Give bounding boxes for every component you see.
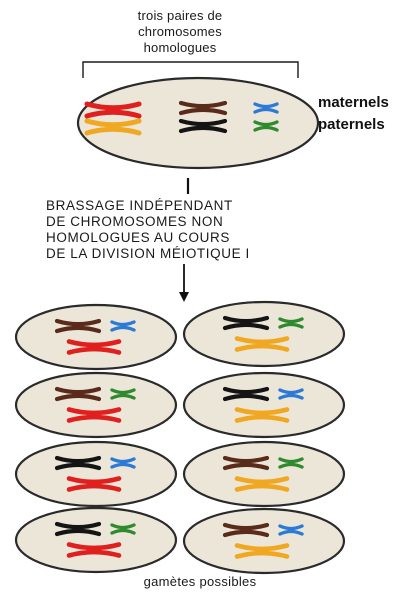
centromere: [77, 393, 80, 396]
centromere: [260, 342, 263, 345]
centromere: [265, 107, 267, 109]
centromere: [92, 482, 95, 485]
centromere: [260, 549, 263, 552]
centromere: [245, 393, 248, 396]
centromere: [202, 125, 205, 128]
centromere: [122, 528, 124, 530]
process-description: BRASSAGE INDÉPENDANT DE CHROMOSOMES NON …: [46, 198, 346, 262]
centromere: [92, 345, 95, 348]
homologous-pairs-caption: trois paires de chromosomes homologues: [105, 8, 255, 56]
centromere: [77, 528, 80, 531]
centromere: [92, 413, 95, 416]
possible-gametes-caption: gamètes possibles: [110, 574, 290, 589]
centromere: [111, 125, 115, 129]
process-line: DE CHROMOSOMES NON: [46, 214, 346, 230]
top-caption-line: homologues: [105, 40, 255, 56]
arrow-head: [179, 292, 189, 302]
centromere: [245, 322, 248, 325]
centromere: [122, 325, 124, 327]
centromere: [122, 393, 124, 395]
centromere: [111, 108, 115, 112]
gamete-cell: [16, 373, 176, 437]
centromere: [245, 529, 248, 532]
gamete-cell: [16, 442, 176, 506]
gamete-cell: [184, 509, 344, 573]
top-caption-line: trois paires de: [105, 8, 255, 24]
centromere: [122, 462, 124, 464]
centromere: [290, 393, 292, 395]
centromere: [77, 462, 80, 465]
centromere: [260, 482, 263, 485]
process-line: HOMOLOGUES AU COURS: [46, 230, 346, 246]
centromere: [77, 325, 80, 328]
centromere: [290, 322, 292, 324]
centromere: [92, 548, 95, 551]
gamete-cell: [184, 302, 344, 366]
centromere: [290, 529, 292, 531]
maternal-label: maternels: [318, 94, 389, 111]
homologues-bracket: [83, 62, 298, 78]
centromere: [265, 125, 267, 127]
gamete-cell: [16, 305, 176, 369]
centromere: [245, 462, 248, 465]
gamete-cell: [184, 373, 344, 437]
gamete-cell: [184, 442, 344, 506]
process-line: DE LA DIVISION MÉIOTIQUE I: [46, 246, 346, 262]
centromere: [290, 462, 292, 464]
process-line: BRASSAGE INDÉPENDANT: [46, 198, 346, 214]
paternal-label: paternels: [318, 116, 385, 133]
centromere: [260, 413, 263, 416]
centromere: [202, 107, 205, 110]
gamete-cell: [16, 508, 176, 572]
top-caption-line: chromosomes: [105, 24, 255, 40]
